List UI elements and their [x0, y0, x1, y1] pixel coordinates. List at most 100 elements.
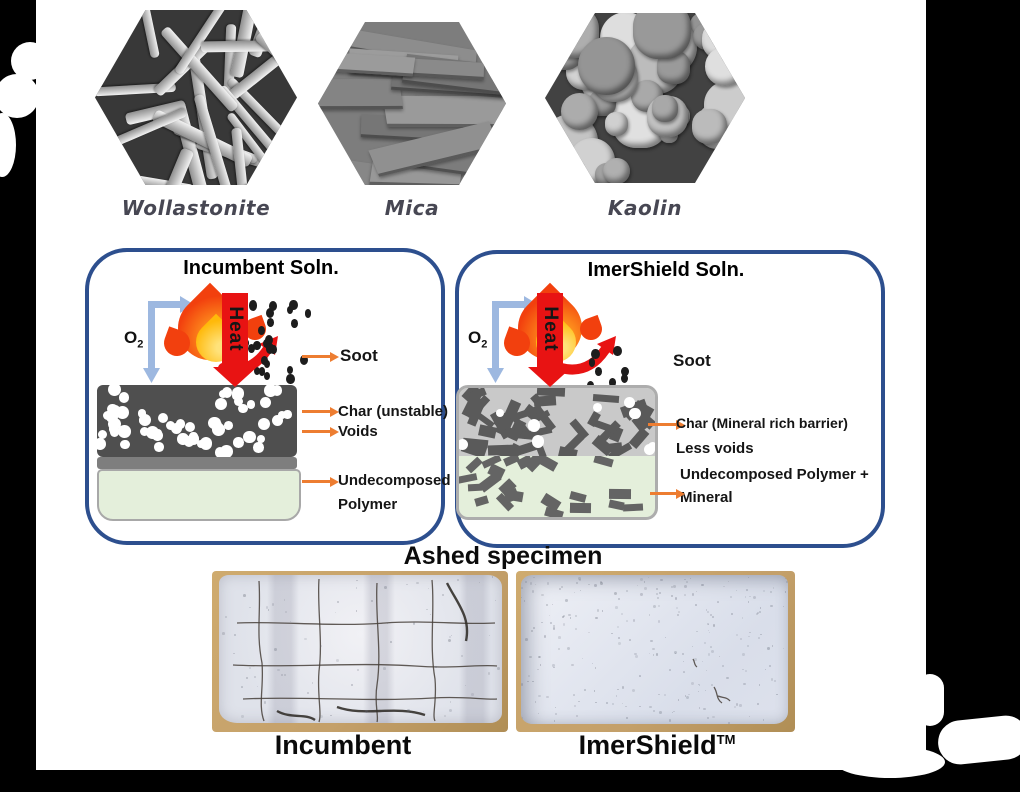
texture-particle	[740, 638, 742, 641]
texture-particle	[355, 610, 358, 613]
texture-particle	[289, 300, 298, 311]
texture-particle	[541, 594, 544, 597]
texture-particle	[592, 403, 602, 413]
texture-particle	[241, 686, 243, 688]
heat-arrow-head	[528, 367, 572, 387]
texture-particle	[742, 652, 746, 656]
texture-particle	[529, 655, 532, 658]
texture-particle	[448, 638, 452, 642]
texture-particle	[157, 412, 169, 424]
texture-particle	[698, 707, 701, 709]
ash-surface	[521, 575, 788, 724]
mineral-char-layer	[459, 388, 655, 456]
texture-particle	[678, 610, 681, 613]
texture-particle	[616, 688, 619, 691]
texture-particle	[577, 577, 581, 580]
texture-particle	[286, 306, 294, 315]
texture-particle	[773, 679, 777, 683]
texture-particle	[307, 692, 310, 695]
texture-particle	[655, 653, 659, 656]
texture-particle	[587, 631, 590, 634]
texture-particle	[249, 667, 251, 669]
texture-particle	[784, 591, 787, 593]
texture-particle	[578, 700, 580, 703]
texture-particle	[523, 600, 526, 602]
texture-particle	[708, 632, 710, 634]
texture-particle	[748, 715, 751, 718]
o2-symbol: O	[468, 328, 482, 347]
texture-particle	[390, 641, 393, 643]
texture-particle	[165, 420, 176, 431]
texture-particle	[571, 663, 574, 666]
imershield-substrate	[456, 385, 658, 520]
polymer-mineral-layer	[459, 456, 655, 517]
texture-particle	[702, 707, 706, 711]
imershield-ash-photo	[516, 571, 795, 732]
texture-particle	[753, 595, 757, 599]
texture-particle	[767, 647, 770, 650]
incumbent-panel-title: Incumbent Soln.	[183, 257, 339, 279]
texture-particle	[668, 718, 672, 722]
texture-particle	[674, 653, 676, 655]
texture-particle	[632, 13, 691, 59]
texture-particle	[683, 578, 686, 581]
texture-particle	[371, 600, 373, 602]
texture-particle	[258, 367, 266, 376]
texture-particle	[495, 409, 504, 418]
texture-particle	[521, 682, 524, 686]
polymer-layer	[97, 469, 301, 521]
texture-particle	[636, 584, 639, 587]
texture-particle	[621, 613, 624, 615]
texture-particle	[719, 655, 721, 658]
texture-particle	[712, 715, 715, 719]
imershield-text: ImerShield	[578, 730, 717, 760]
texture-particle	[487, 672, 490, 675]
texture-particle	[541, 621, 543, 623]
texture-particle	[669, 669, 671, 671]
texture-particle	[539, 664, 542, 667]
decorative-blob	[0, 74, 39, 118]
texture-particle	[703, 641, 707, 645]
texture-particle	[629, 408, 641, 420]
texture-particle	[644, 586, 648, 590]
texture-particle	[283, 674, 286, 677]
texture-particle	[552, 604, 554, 606]
voids-label: Voids	[338, 423, 378, 440]
texture-particle	[707, 652, 711, 656]
texture-particle	[233, 634, 236, 637]
texture-particle	[696, 630, 698, 633]
texture-particle	[222, 631, 225, 635]
o2-subscript: 2	[137, 338, 144, 351]
texture-particle	[386, 623, 388, 625]
texture-particle	[249, 606, 251, 609]
texture-particle	[747, 635, 750, 638]
texture-particle	[569, 490, 588, 503]
texture-particle	[274, 648, 277, 651]
texture-particle	[253, 340, 261, 351]
texture-particle	[277, 668, 280, 672]
texture-particle	[283, 599, 286, 601]
less-voids-label: Less voids	[676, 440, 754, 457]
texture-particle	[644, 581, 646, 583]
texture-particle	[545, 604, 548, 607]
texture-particle	[625, 705, 627, 708]
texture-particle	[618, 642, 621, 645]
texture-particle	[474, 494, 490, 506]
texture-particle	[108, 385, 122, 396]
texture-particle	[175, 419, 186, 430]
texture-particle	[657, 604, 661, 608]
texture-particle	[621, 702, 623, 704]
texture-particle	[351, 684, 353, 686]
texture-particle	[591, 663, 594, 665]
texture-particle	[459, 438, 468, 450]
texture-particle	[435, 666, 437, 668]
texture-particle	[471, 693, 474, 696]
texture-particle	[771, 678, 774, 681]
texture-particle	[299, 354, 309, 365]
texture-particle	[265, 335, 274, 346]
texture-particle	[568, 613, 571, 617]
incumbent-ash-photo	[212, 571, 508, 732]
texture-particle	[261, 356, 269, 365]
texture-particle	[759, 607, 762, 610]
texture-particle	[658, 693, 660, 696]
